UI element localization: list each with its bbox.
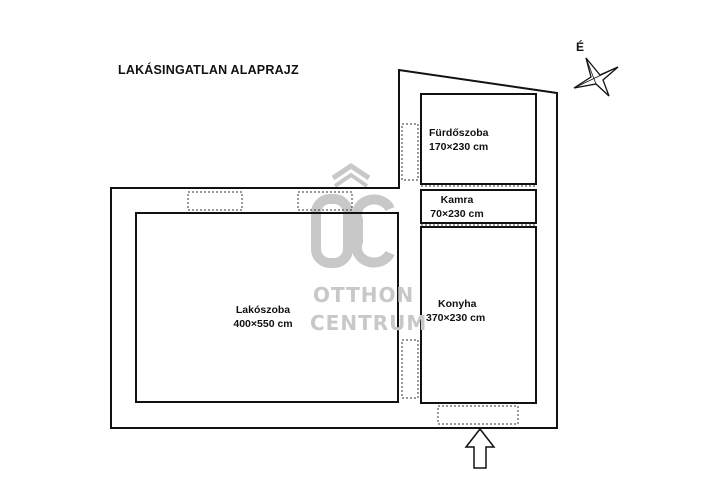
konyha-room bbox=[420, 226, 537, 404]
room-label-kamra: Kamra 70×230 cm bbox=[426, 193, 488, 221]
doors bbox=[421, 185, 536, 226]
room-label-konyha: Konyha 370×230 cm bbox=[426, 297, 485, 325]
room-name: Konyha bbox=[438, 298, 477, 310]
outer-wall bbox=[110, 68, 558, 429]
compass-star-icon bbox=[573, 57, 619, 97]
watermark-line1: OTTHON bbox=[313, 283, 415, 307]
plan-title: LAKÁSINGATLAN ALAPRAJZ bbox=[118, 63, 299, 77]
room-name: Fürdőszoba bbox=[429, 127, 489, 139]
room-size: 70×230 cm bbox=[430, 208, 484, 220]
lakoszoba-room bbox=[135, 212, 399, 403]
furdoszoba-room bbox=[420, 93, 537, 185]
room-name: Kamra bbox=[440, 194, 474, 206]
north-label: É bbox=[576, 40, 585, 54]
room-size: 370×230 cm bbox=[426, 312, 486, 324]
room-label-furdoszoba: Fürdőszoba 170×230 cm bbox=[429, 126, 489, 154]
room-size: 170×230 cm bbox=[429, 141, 489, 153]
room-size: 400×550 cm bbox=[233, 318, 293, 330]
kamra-room bbox=[420, 189, 537, 224]
room-label-lakoszoba: Lakószoba 400×550 cm bbox=[227, 303, 299, 331]
entrance-arrow-icon bbox=[464, 427, 496, 469]
watermark-logo bbox=[311, 162, 395, 268]
windows bbox=[187, 123, 519, 425]
room-name: Lakószoba bbox=[235, 304, 291, 316]
watermark-line2: CENTRUM bbox=[310, 311, 428, 335]
